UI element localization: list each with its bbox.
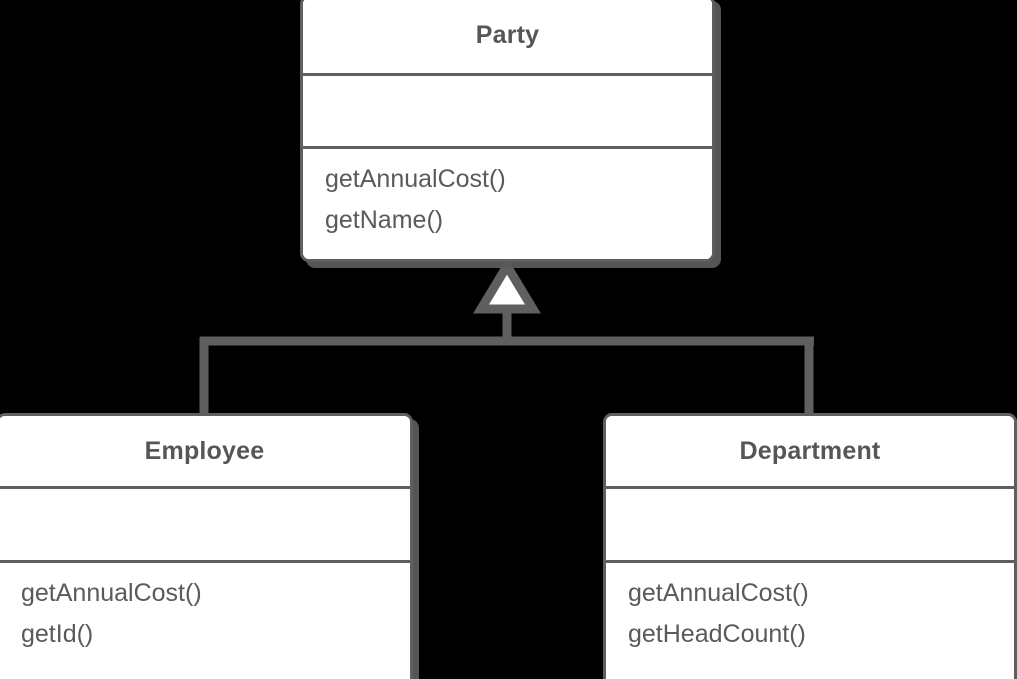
uml-class-employee[interactable]: Employee getAnnualCost() getId() bbox=[0, 413, 413, 679]
uml-attributes-employee bbox=[0, 489, 410, 563]
uml-class-name-employee: Employee bbox=[0, 416, 410, 489]
uml-attributes-department bbox=[606, 489, 1014, 563]
uml-operation: getAnnualCost() bbox=[628, 579, 809, 607]
uml-operation: getName() bbox=[325, 206, 444, 234]
uml-operation: getHeadCount() bbox=[628, 620, 806, 648]
uml-attributes-party bbox=[303, 76, 712, 149]
uml-operations-party: getAnnualCost() getName() bbox=[303, 149, 712, 259]
hollow-triangle-icon bbox=[473, 257, 541, 314]
uml-operations-employee: getAnnualCost() getId() bbox=[0, 563, 410, 679]
uml-operations-department: getAnnualCost() getHeadCount() bbox=[606, 563, 1014, 679]
uml-operation: getAnnualCost() bbox=[21, 579, 202, 607]
uml-operation: getId() bbox=[21, 620, 94, 648]
uml-class-name-department: Department bbox=[606, 416, 1014, 489]
uml-class-party[interactable]: Party getAnnualCost() getName() bbox=[300, 0, 715, 262]
uml-class-department[interactable]: Department getAnnualCost() getHeadCount(… bbox=[603, 413, 1017, 679]
uml-class-name-party: Party bbox=[303, 0, 712, 76]
uml-operation: getAnnualCost() bbox=[325, 165, 506, 193]
